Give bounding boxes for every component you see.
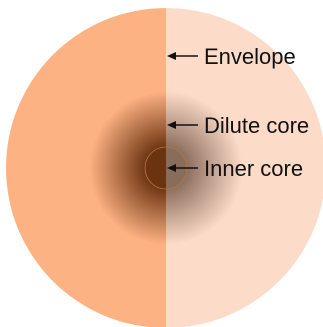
inner-core-label: Inner core	[204, 156, 303, 181]
dilute-core-label: Dilute core	[204, 113, 309, 138]
envelope-label: Envelope	[204, 44, 296, 69]
